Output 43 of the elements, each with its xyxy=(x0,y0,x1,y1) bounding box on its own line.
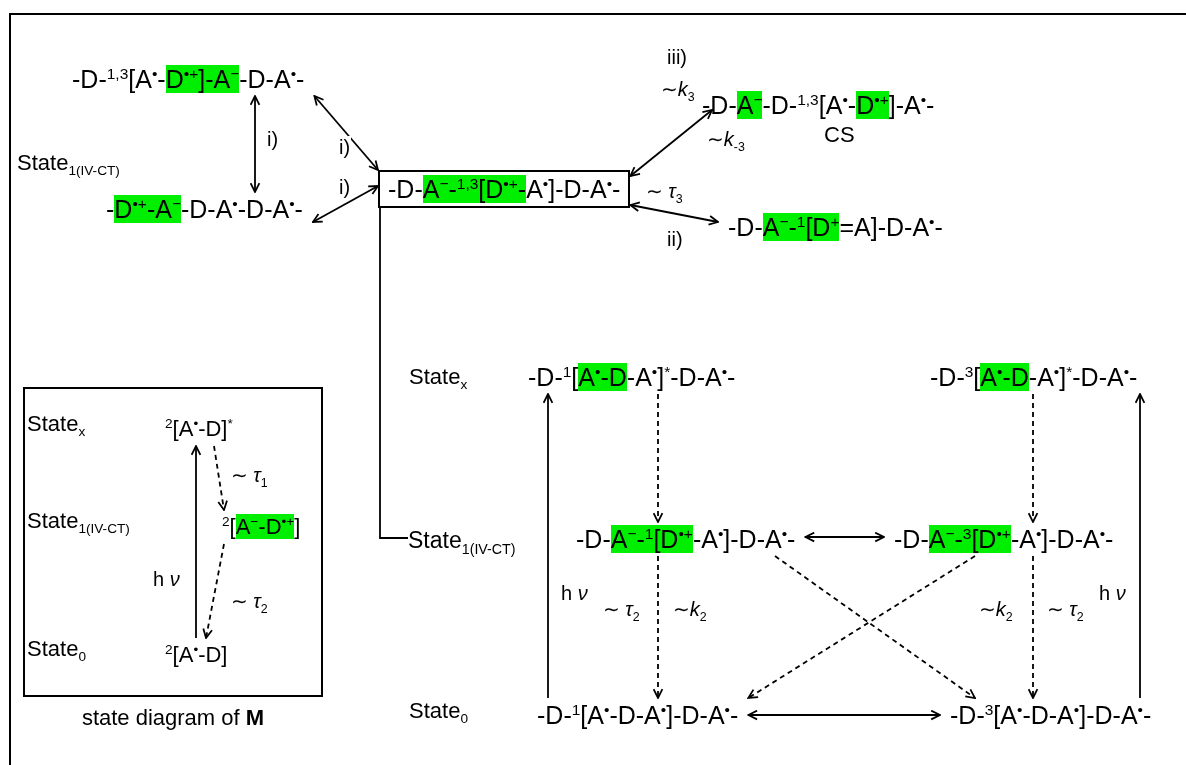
rate-label: ∼k$_{2}$ xyxy=(672,598,708,620)
arrow xyxy=(1027,393,1039,523)
state-formula: -D-A$^{−}$-$^{1}$[D$^{•+}$-A$^{•}$]-D-A$^{•}$- xyxy=(566,522,806,556)
state-label: CS xyxy=(824,121,855,149)
rate-label: ∼k$_{2}$ xyxy=(978,598,1014,620)
state-box: -D-A$^{−}$-$^{1,3}$[D$^{•+}$-A$^{•}$]-D-A$^{•}$- xyxy=(378,170,631,208)
state-formula: $^{2}$[A$^{•}$-D]$^{*}$ xyxy=(155,412,243,446)
state-label: State$_{0}$ xyxy=(408,700,469,722)
state-label: State$_{x}$ xyxy=(26,413,87,435)
arrow xyxy=(1027,555,1039,699)
state-label: State$_{x}$ xyxy=(408,366,469,388)
equilibrium-arrow xyxy=(313,95,379,171)
state-formula: -D-$^{1}$[A$^{•}$-D-A$^{•}$]-D-A$^{•}$- xyxy=(527,698,749,732)
connector-line xyxy=(379,207,409,539)
state-formula: -D-A$^{−}$-$^{3}$[D$^{•+}$-A$^{•}$]-D-A$^{•}$- xyxy=(884,522,1124,556)
state-label: State$_{1(IV-CT)}$ xyxy=(408,523,516,557)
equilibrium-arrow xyxy=(629,201,719,226)
state-formula: -D-$^{1,3}$[A$^{•}$-D$^{•+}$]-A$^{−}$-D-A$^{•}$- xyxy=(62,62,315,96)
arrow xyxy=(213,445,228,511)
arrow xyxy=(1134,393,1146,699)
arrow xyxy=(652,393,664,523)
state-formula: $^{2}$[A$^{•}$-D] xyxy=(155,638,238,672)
edge-label: i) xyxy=(266,128,280,150)
arrow xyxy=(190,445,202,639)
edge-label: iii) xyxy=(666,46,688,68)
edge-label: i) xyxy=(338,136,352,158)
rate-label: ∼k$_{3}$ xyxy=(660,78,696,100)
equilibrium-arrow xyxy=(747,709,941,721)
arrow xyxy=(202,543,225,639)
equilibrium-arrow xyxy=(312,185,379,223)
state-label: State$_{0}$ xyxy=(26,638,87,660)
state-formula: -D-A$^{−}$-D-$^{1,3}$[A$^{•}$-D$^{•+}$]-A$^{•}$- xyxy=(702,89,935,121)
equilibrium-arrow xyxy=(804,531,885,543)
edge-label: ii) xyxy=(666,228,684,250)
arrow xyxy=(652,555,664,699)
state-formula: -D-$^{3}$[A$^{•}$-D-A$^{•}$]-D-A$^{•}$- xyxy=(940,698,1162,732)
equilibrium-arrow xyxy=(629,109,713,177)
arrow xyxy=(542,393,554,699)
equilibrium-arrow xyxy=(249,95,261,193)
state-formula: -D-A$^{−}$-$^{1}$[D$^{+}$=A]-D-A$^{•}$- xyxy=(718,210,953,244)
edge-label: i) xyxy=(338,176,352,198)
rate-label: ∼k$_{-3}$ xyxy=(706,128,746,150)
caption-text: state diagram of M xyxy=(80,704,266,732)
